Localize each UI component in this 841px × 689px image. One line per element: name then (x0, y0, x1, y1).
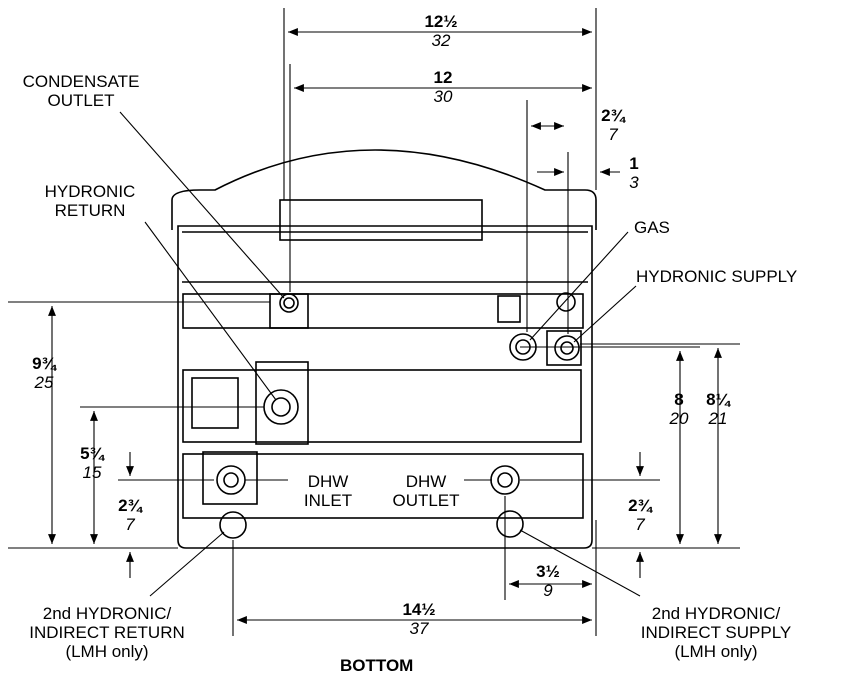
dhw-outlet-fitting (490, 465, 520, 495)
gas-label: GAS (634, 218, 670, 237)
dimension-d12-inches: 14½ (402, 600, 436, 619)
dimension-d7-inches: 2¾ (118, 496, 142, 515)
dimension-d1-inches: 12½ (424, 12, 458, 31)
dimension-d11-inches: 3½ (536, 562, 560, 581)
dimension-d12-mm: 37 (409, 619, 429, 638)
dhw-outlet-label: DHW OUTLET (386, 472, 466, 510)
dimension-d5: 9¾ 25 (24, 354, 64, 392)
condensate-block (269, 293, 309, 329)
dimension-d3: 2¾ 7 (596, 106, 630, 144)
dimension-d4-inches: 1 (629, 154, 639, 173)
dimension-d3-inches: 2¾ (601, 106, 625, 125)
dimension-d11-mm: 9 (543, 581, 553, 600)
second-supply-label-line2: INDIRECT SUPPLY (640, 623, 792, 642)
dimension-d6: 5¾ 15 (72, 444, 112, 482)
dhw-inlet-label-line2: INLET (303, 491, 353, 510)
dimension-d4-mm: 3 (629, 173, 639, 192)
dimension-d4: 1 3 (622, 154, 646, 192)
leader-hydronic-return (144, 221, 277, 401)
dimension-d10: 2¾ 7 (620, 496, 660, 534)
dimension-d8: 8 20 (662, 390, 696, 428)
dimension-d2: 12 30 (418, 68, 468, 106)
second-return-label-line2: INDIRECT RETURN (29, 623, 185, 642)
dhw-inlet-fitting (216, 465, 246, 495)
dimension-d1-mm: 32 (431, 31, 451, 50)
leader-hydronic-supply (573, 285, 637, 343)
dimension-d7-mm: 7 (125, 515, 135, 534)
second-return-fitting (219, 511, 247, 539)
second-supply-label: 2nd HYDRONIC/ INDIRECT SUPPLY (LMH only) (616, 604, 816, 661)
hydronic-return-fitting (263, 389, 299, 425)
hydronic-supply-block (546, 330, 582, 366)
dimension-d2-mm: 30 (433, 87, 453, 106)
second-return-label-line3: (LMH only) (65, 642, 149, 661)
dimension-d11: 3½ 9 (528, 562, 568, 600)
hydronic-return-label-line1: HYDRONIC (44, 182, 136, 201)
condensate-outlet-label: CONDENSATE OUTLET (6, 72, 156, 110)
dimension-d12: 14½ 37 (394, 600, 444, 638)
second-supply-fitting (496, 510, 524, 538)
second-return-label-line1: 2nd HYDRONIC/ (42, 604, 172, 623)
pump-motor (191, 377, 239, 429)
hydronic-supply-label: HYDRONIC SUPPLY (636, 267, 798, 286)
condensate-outlet-label-line2: OUTLET (47, 91, 115, 110)
hydronic-return-label-line2: RETURN (54, 201, 126, 220)
dimension-d10-inches: 2¾ (628, 496, 652, 515)
second-supply-label-line1: 2nd HYDRONIC/ (651, 604, 781, 623)
hydronic-return-block (255, 361, 309, 445)
dhw-inlet-block (202, 451, 258, 505)
top-cover-arch (171, 149, 597, 230)
leader-second-supply (519, 529, 641, 597)
middle-chamber (182, 369, 582, 443)
dimension-d10-mm: 7 (635, 515, 645, 534)
gas-upper-fitting (556, 292, 576, 312)
second-supply-label-line3: (LMH only) (674, 642, 758, 661)
hydronic-supply-fitting (554, 335, 580, 361)
dimension-d7: 2¾ 7 (110, 496, 150, 534)
second-return-label: 2nd HYDRONIC/ INDIRECT RETURN (LMH only) (4, 604, 210, 661)
dimension-d2-inches: 12 (433, 68, 453, 87)
condensate-outlet-label-line1: CONDENSATE (22, 72, 140, 91)
dimension-d8-mm: 20 (669, 409, 689, 428)
dimension-d6-mm: 15 (82, 463, 102, 482)
top-cover-bracket (279, 199, 483, 241)
boiler-body-outline (177, 225, 593, 549)
bottom-view-title: BOTTOM (340, 656, 414, 675)
dimension-d8-inches: 8 (674, 390, 684, 409)
dhw-inlet-label: DHW INLET (288, 472, 368, 510)
leader-second-return (149, 531, 225, 597)
leader-gas (529, 231, 629, 341)
leader-condensate (119, 111, 285, 299)
dimension-d5-mm: 25 (34, 373, 54, 392)
hydronic-return-label: HYDRONIC RETURN (20, 182, 160, 220)
dimension-d3-mm: 7 (608, 125, 618, 144)
dhw-inlet-label-line1: DHW (307, 472, 349, 491)
dimension-d9: 8¼ 21 (698, 390, 738, 428)
lower-chamber (182, 453, 584, 519)
dimension-d6-inches: 5¾ (80, 444, 104, 463)
dimension-d9-inches: 8¼ (706, 390, 730, 409)
upper-chamber (182, 293, 584, 329)
dimension-d9-mm: 21 (708, 409, 728, 428)
dhw-outlet-label-line2: OUTLET (392, 491, 460, 510)
dimension-d5-inches: 9¾ (32, 354, 56, 373)
condensate-outlet-fitting (279, 293, 299, 313)
dhw-outlet-label-line1: DHW (405, 472, 447, 491)
dimension-d1: 12½ 32 (416, 12, 466, 50)
